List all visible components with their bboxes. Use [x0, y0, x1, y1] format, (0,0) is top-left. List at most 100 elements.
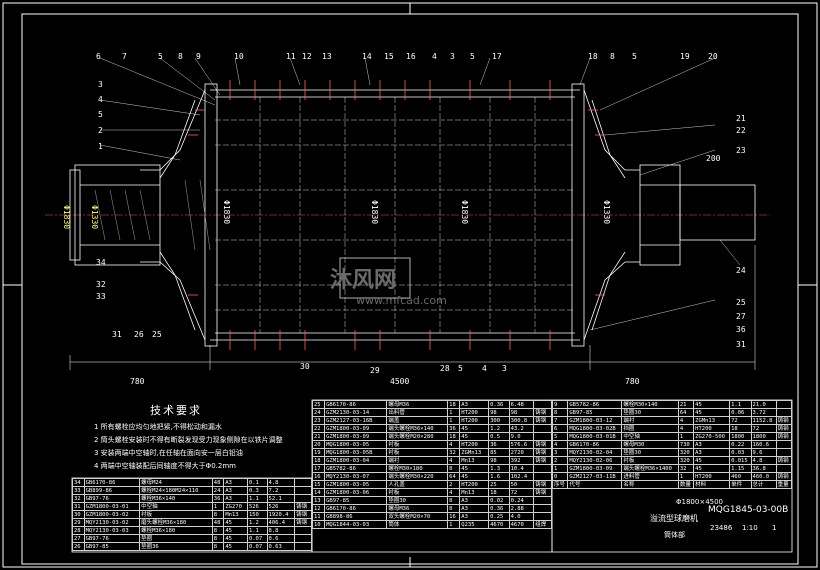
bom-cell: 460 — [729, 472, 752, 481]
callout: 14 — [362, 52, 372, 61]
bom-cell: 9.6 — [750, 448, 777, 457]
bom-cell: 150 — [246, 510, 268, 519]
bom-cell: 衬板 — [621, 456, 679, 465]
bom-cell: 0.3 — [246, 486, 268, 495]
title-scale: 1:10 — [742, 524, 758, 532]
bom-cell: GB5782-86 — [324, 464, 388, 473]
bom-cell: 45 — [693, 464, 731, 473]
bom-cell — [775, 448, 793, 457]
bom-cell: 1 — [211, 502, 225, 511]
bom-cell: 8 — [211, 534, 225, 543]
bom-cell: MQG1844-03-03 — [324, 520, 388, 529]
bom-cell: 18 — [447, 400, 461, 409]
bom-cell: 螺栓M30×180 — [386, 464, 449, 473]
bom-cell: 4 — [677, 424, 695, 433]
bom-cell: 27 — [72, 534, 85, 543]
bom-cell: GZM2127-03-11B — [567, 472, 623, 481]
bom-cell: GZM2130-03-14 — [324, 408, 388, 417]
bom-cell: 1800 — [729, 432, 752, 441]
bom-cell: 4 — [447, 440, 461, 449]
bom-cell: 28 — [72, 526, 85, 535]
callout: 3 — [502, 364, 507, 373]
bom-cell: 端头螺栓M36×1400 — [621, 464, 679, 473]
bom-cell: ZG270-500 — [693, 432, 731, 441]
bom-cell: 45 — [459, 424, 490, 433]
bom-cell: 2720 — [508, 448, 535, 457]
bom-cell: 14 — [311, 488, 326, 497]
tech-req-title: 技术要求 — [150, 404, 202, 417]
bom-cell: 铸钢 — [533, 440, 552, 449]
bom-cell: 460.0 — [750, 472, 777, 481]
bom-cell: GB899-86 — [83, 486, 141, 495]
bom-cell — [775, 400, 793, 409]
callout: 2 — [98, 126, 103, 135]
dim-mid: 4500 — [390, 377, 410, 386]
bom-cell: 10.4 — [508, 464, 535, 473]
bom-cell: 7.2 — [266, 486, 296, 495]
callout: 15 — [384, 52, 394, 61]
bom-cell: 21 — [311, 432, 326, 441]
bom-cell: 45 — [459, 432, 490, 441]
bom-cell: 铸钢 — [775, 456, 793, 465]
bom-cell: 45 — [459, 472, 490, 481]
bom-cell: 15 — [311, 480, 326, 489]
bom-cell: 392 — [508, 456, 535, 465]
dim-phi-left-outer: Φ1830 — [62, 205, 71, 230]
bom-cell: 4670 — [488, 520, 510, 529]
bom-cell: 48 — [211, 478, 225, 487]
bom-cell: 中空轴 — [621, 432, 679, 441]
bom-cell: 铸钢 — [294, 502, 312, 511]
callout: 31 — [112, 330, 122, 339]
bom-cell: 43.2 — [508, 424, 535, 433]
bom-cell: 98 — [488, 456, 510, 465]
bom-cell — [294, 542, 312, 551]
dim-phi-mid2: Φ1830 — [460, 200, 469, 225]
bom-cell: A3 — [459, 512, 490, 521]
tech-req-item: 3 安装两端中空轴时,在任轴在面向安一层白铅油 — [94, 449, 243, 457]
bom-cell: GB5782-86 — [567, 400, 623, 409]
bom-cell: 8.8 — [266, 526, 296, 535]
bom-cell: 1152.8 — [750, 416, 777, 425]
bom-cell: GZM1800-03-12 — [567, 416, 623, 425]
bom-cell: 45 — [223, 534, 248, 543]
bom-cell: 3 — [551, 448, 569, 457]
bom-cell: 0.07 — [246, 534, 268, 543]
bom-cell: 1.15 — [729, 464, 752, 473]
bom-cell: 0.5 — [488, 432, 510, 441]
bom-cell: 24 — [311, 408, 326, 417]
bom-cell: MQY2130-02-04 — [567, 448, 623, 457]
bom-cell: 32 — [72, 494, 85, 503]
callout: 36 — [736, 325, 746, 334]
callout: 5 — [470, 52, 475, 61]
bom-cell: 0 — [551, 472, 569, 481]
bom-cell: 102.4 — [508, 472, 535, 481]
bom-cell: GZM1800-03-02 — [83, 510, 141, 519]
watermark-brand: 沐风网 — [330, 268, 397, 293]
callout: 5 — [98, 110, 103, 119]
bom-cell: 4.0 — [508, 512, 535, 521]
callout: 3 — [98, 80, 103, 89]
bom-cell: 406.4 — [266, 518, 296, 527]
bom-cell: 11 — [311, 512, 326, 521]
bom-cell: 25 — [311, 400, 326, 409]
callout: 8 — [610, 52, 615, 61]
bom-cell: GB6170-86 — [83, 478, 141, 487]
bom-cell: 25 — [488, 480, 510, 489]
bom-header-cell: 单件 — [729, 480, 752, 489]
bom-cell: 72 — [750, 424, 777, 433]
bom-cell: 45 — [693, 408, 731, 417]
bom-cell: 160.6 — [750, 440, 777, 449]
bom-cell: 端头螺栓M20×280 — [386, 432, 449, 441]
bom-cell — [775, 440, 793, 449]
bom-cell: 铸钢 — [533, 488, 552, 497]
bom-cell: 6.48 — [508, 400, 535, 409]
